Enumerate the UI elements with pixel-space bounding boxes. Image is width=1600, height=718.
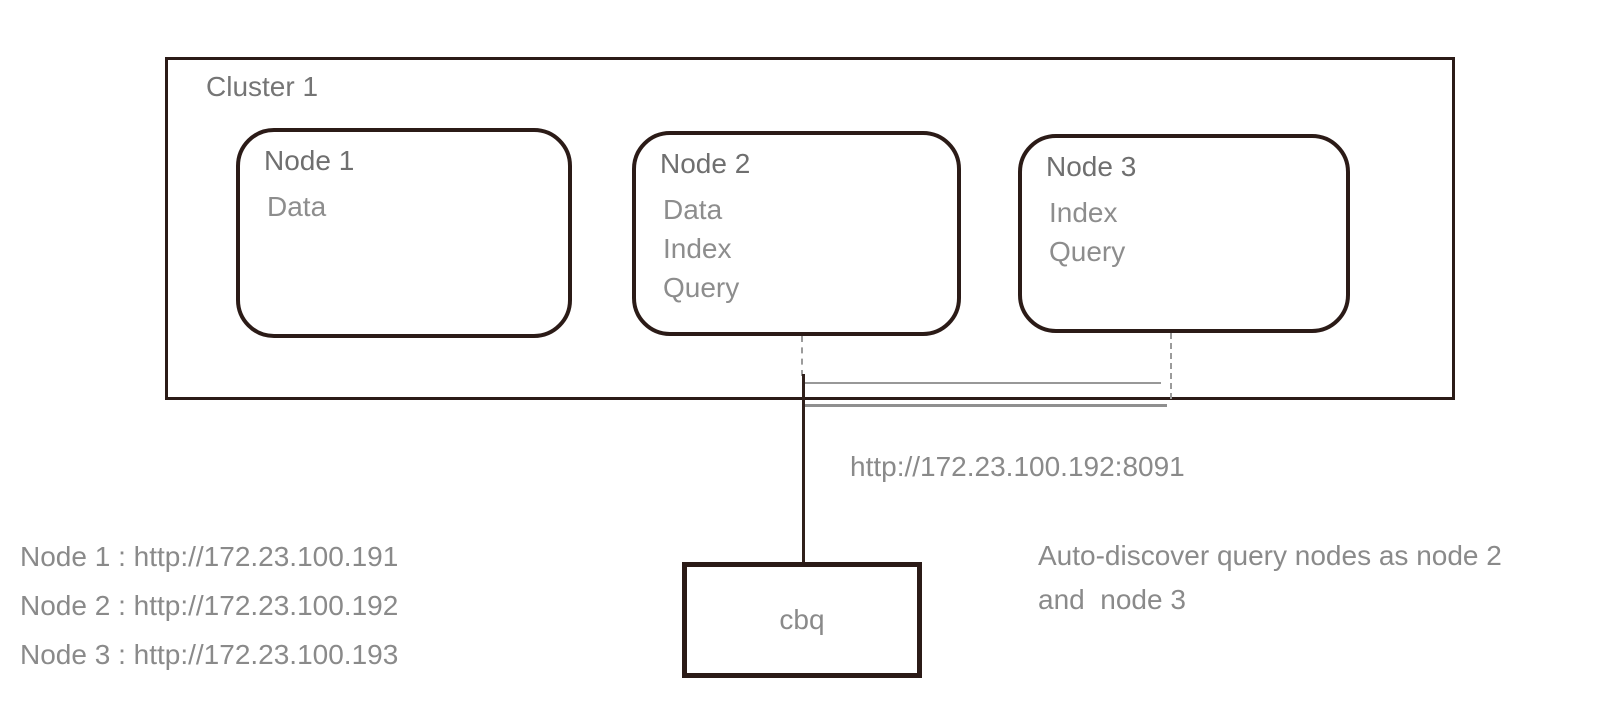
node2-service-query: Query — [663, 272, 740, 303]
node3-address-line: Node 3 : http://172.23.100.193 — [20, 639, 399, 670]
node3-title: Node 3 — [1046, 151, 1137, 182]
node3-box: Node 3 Index Query — [1018, 134, 1350, 333]
cluster-box: Cluster 1 Node 1 Data Node 2 Data Index … — [165, 57, 1455, 400]
node2-box: Node 2 Data Index Query — [632, 131, 961, 336]
node1-service-data: Data — [267, 191, 327, 222]
auto-discover-note: Auto-discover query nodes as node 2 and … — [1038, 540, 1502, 615]
cluster-label: Cluster 1 — [206, 71, 319, 102]
node3-service-index: Index — [1049, 197, 1118, 228]
node-address-list: Node 1 : http://172.23.100.191 Node 2 : … — [20, 532, 398, 679]
node2-address-line: Node 2 : http://172.23.100.192 — [20, 590, 399, 621]
node2-service-index: Index — [663, 233, 732, 264]
cbq-connection-line — [802, 374, 805, 564]
cbq-box: cbq — [682, 562, 922, 678]
node2-service-data: Data — [663, 194, 723, 225]
cbq-label: cbq — [779, 604, 825, 635]
node1-title: Node 1 — [264, 145, 355, 176]
node1-address-line: Node 1 : http://172.23.100.191 — [20, 541, 399, 572]
node1-box: Node 1 Data — [236, 128, 572, 338]
node3-service-query: Query — [1049, 236, 1126, 267]
node2-connector-dashed-stub — [801, 336, 803, 376]
node2-title: Node 2 — [660, 148, 751, 179]
node3-connector-dashed-stub — [1170, 333, 1172, 399]
query-nodes-horizontal-connector-line — [805, 382, 1161, 384]
under-cluster-horizontal-connector-line — [805, 404, 1167, 407]
connection-url-label: http://172.23.100.192:8091 — [850, 451, 1185, 482]
